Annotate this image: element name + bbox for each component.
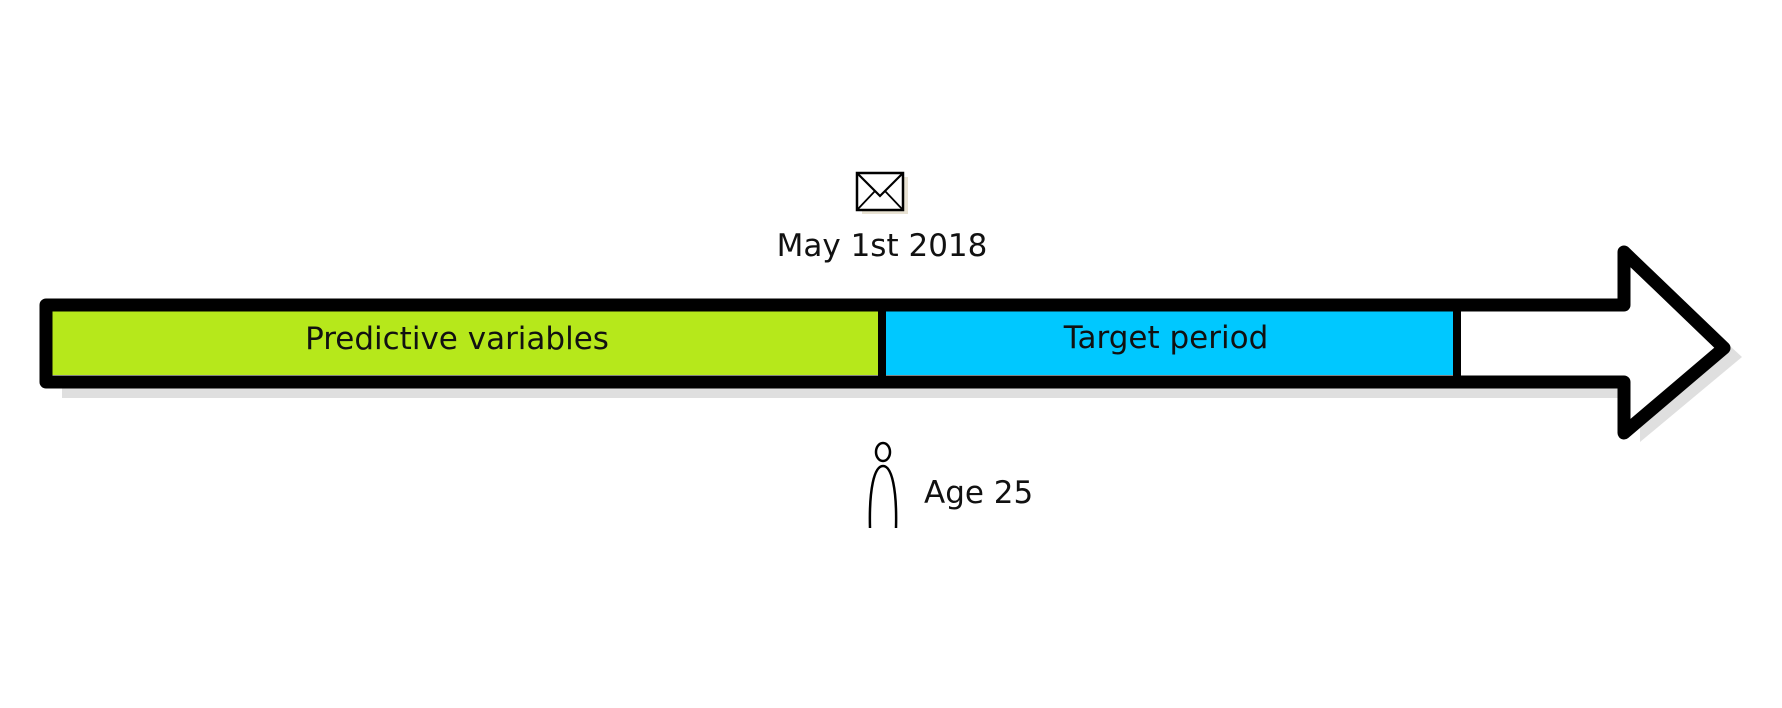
segment-label-predictive-variables: Predictive variables — [305, 321, 609, 357]
segment-label-target-period: Target period — [1063, 320, 1269, 356]
person-age-label: Age 25 — [924, 475, 1033, 511]
envelope-icon — [855, 171, 908, 214]
timeline-arrow-outline — [39, 245, 1731, 440]
segment-predictive-variables — [52, 307, 882, 375]
event-date-label: May 1st 2018 — [777, 228, 988, 264]
person-icon — [868, 441, 898, 529]
segment-target-period — [884, 307, 1457, 375]
